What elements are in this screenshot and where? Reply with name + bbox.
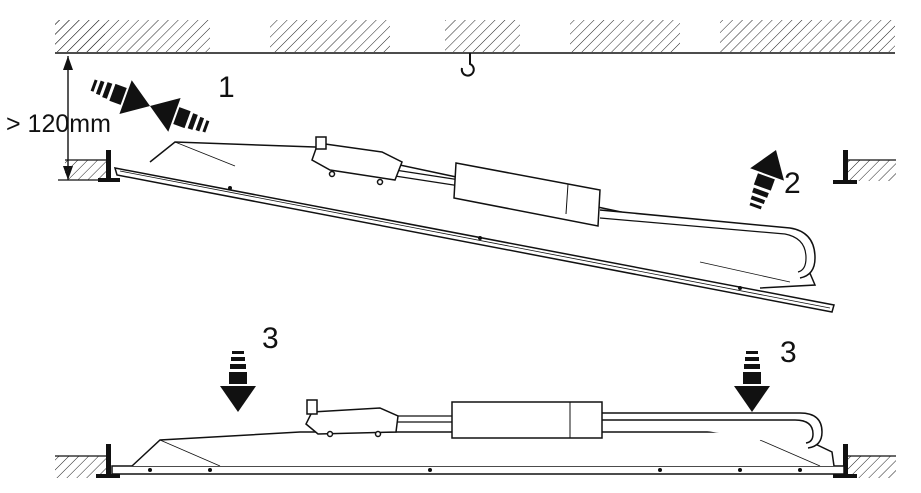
panel-screws-tilted: [228, 186, 742, 290]
ceiling-ledge-bottom-left: [55, 455, 107, 478]
t-bar-support-left-top: [98, 150, 120, 182]
arrow-step-3-right: [734, 351, 770, 412]
step-3-right-label: 3: [780, 336, 797, 369]
t-bar-support-bottom-left: [96, 444, 120, 478]
led-panel-tilted: [113, 141, 835, 313]
ceiling-ledge-bottom-right: [848, 455, 896, 478]
clearance-label: > 120mm: [6, 110, 111, 138]
ceiling-ledge-left: [65, 159, 107, 180]
led-panel-installed: [111, 412, 845, 475]
ceiling: [55, 20, 895, 54]
arrow-step-3-left: [220, 351, 256, 412]
panel-screws-installed: [148, 468, 802, 472]
step-1-label: 1: [218, 71, 235, 104]
step-3-left-label: 3: [262, 322, 279, 355]
connector-box-tilted: [311, 136, 403, 186]
driver-box-installed: [451, 401, 603, 439]
step-2-label: 2: [784, 167, 801, 200]
arrow-step-1: [143, 89, 214, 144]
hook-icon: [460, 53, 475, 77]
t-bar-support-right-top: [833, 150, 857, 184]
driver-box-tilted: [453, 162, 601, 227]
ceiling-ledge-right: [848, 159, 896, 181]
t-bar-support-bottom-right: [833, 444, 857, 478]
connector-box-installed: [305, 399, 399, 438]
